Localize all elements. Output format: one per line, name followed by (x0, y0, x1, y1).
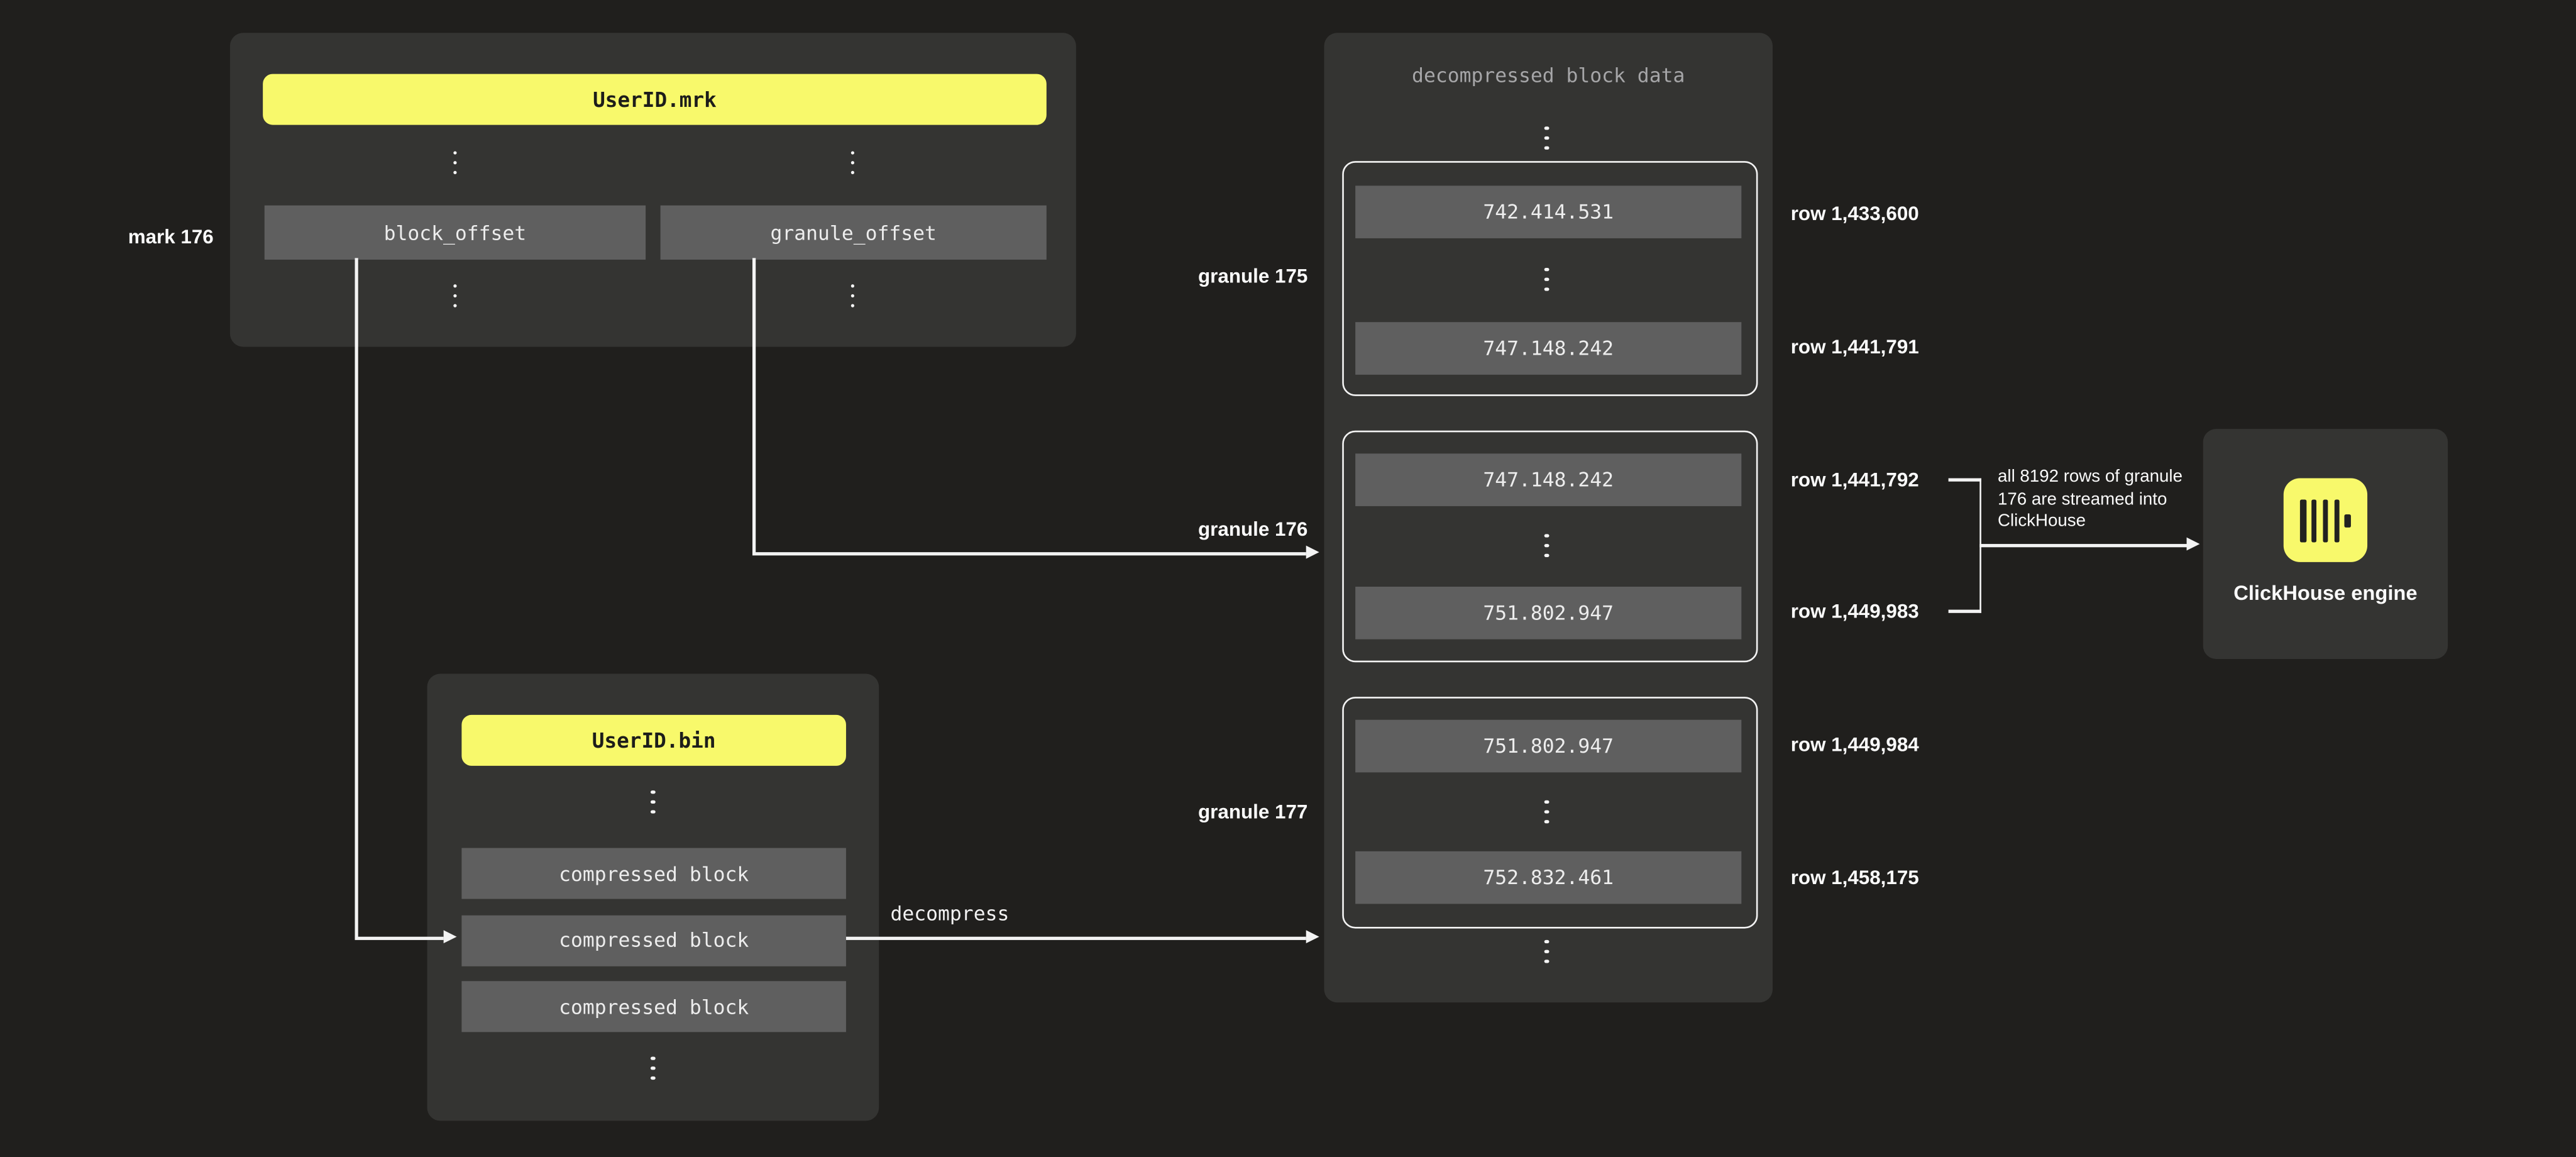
granule-offset-connector-horizontal (752, 552, 1307, 555)
granule-176-outline (1342, 430, 1758, 663)
vertical-ellipsis-icon (1543, 268, 1549, 291)
bracket-top-stub (1948, 479, 1981, 481)
granule-175-last-value: 747.148.242 (1355, 322, 1742, 375)
granule-177-first-value: 751.802.947 (1355, 719, 1742, 773)
annotation-line-1: all 8192 rows of granule (1998, 467, 2182, 487)
vertical-ellipsis-icon (849, 151, 856, 174)
vertical-ellipsis-icon (1543, 534, 1549, 557)
row-label-1458175: row 1,458,175 (1790, 866, 1919, 889)
granule-176-first-value: 747.148.242 (1355, 453, 1742, 506)
granule-175-label: granule 175 (1198, 264, 1308, 288)
arrowhead-icon (2186, 538, 2200, 551)
bin-file-title-chip: UserID.bin (461, 714, 846, 766)
granule-177-outline (1342, 697, 1758, 929)
granule-175-outline (1342, 161, 1758, 396)
compressed-block-3: compressed block (461, 981, 846, 1032)
vertical-ellipsis-icon (1543, 939, 1549, 963)
granule-176-last-value: 751.802.947 (1355, 587, 1742, 639)
arrowhead-icon (1305, 931, 1319, 944)
row-label-1449983: row 1,449,983 (1790, 599, 1919, 623)
row-label-1433600: row 1,433,600 (1790, 202, 1919, 226)
granule-177-label: granule 177 (1198, 800, 1308, 824)
clickhouse-engine-label: ClickHouse engine (2233, 582, 2418, 605)
row-label-1441791: row 1,441,791 (1790, 335, 1919, 358)
vertical-ellipsis-icon (650, 790, 656, 814)
annotation-line-3: ClickHouse (1998, 511, 2086, 531)
block-offset-field: block_offset (264, 205, 646, 260)
row-label-1441792: row 1,441,792 (1790, 468, 1919, 492)
decompressed-panel-title: decompressed block data (1412, 64, 1685, 87)
row-label-1449984: row 1,449,984 (1790, 733, 1919, 756)
mark-176-label: mark 176 (128, 225, 214, 248)
stream-annotation: all 8192 rows of granule 176 are streame… (1998, 467, 2182, 534)
clickhouse-logo-icon (2283, 478, 2368, 562)
stream-arrow-line (1979, 544, 2189, 547)
decompress-label: decompress (890, 902, 1010, 926)
vertical-ellipsis-icon (452, 284, 458, 307)
granule-176-label: granule 176 (1198, 518, 1308, 541)
granule-177-last-value: 752.832.461 (1355, 851, 1742, 904)
vertical-ellipsis-icon (1543, 800, 1549, 824)
vertical-ellipsis-icon (650, 1056, 656, 1080)
vertical-ellipsis-icon (849, 284, 856, 307)
arrowhead-icon (1305, 546, 1319, 560)
bracket-bottom-stub (1948, 610, 1981, 613)
mrk-file-title-chip: UserID.mrk (263, 74, 1047, 125)
arrowhead-icon (443, 931, 457, 944)
block-offset-connector-horizontal (355, 937, 444, 940)
granule-offset-connector-vertical (752, 258, 756, 554)
granule-offset-field: granule_offset (660, 205, 1047, 260)
granule-175-first-value: 742.414.531 (1355, 185, 1742, 238)
block-offset-connector-vertical (355, 258, 358, 939)
decompress-arrow-line (845, 937, 1306, 940)
annotation-line-2: 176 are streamed into (1998, 489, 2167, 509)
vertical-ellipsis-icon (452, 151, 458, 174)
vertical-ellipsis-icon (1543, 126, 1549, 150)
compressed-block-2: compressed block (461, 914, 846, 966)
compressed-block-1: compressed block (461, 848, 846, 899)
